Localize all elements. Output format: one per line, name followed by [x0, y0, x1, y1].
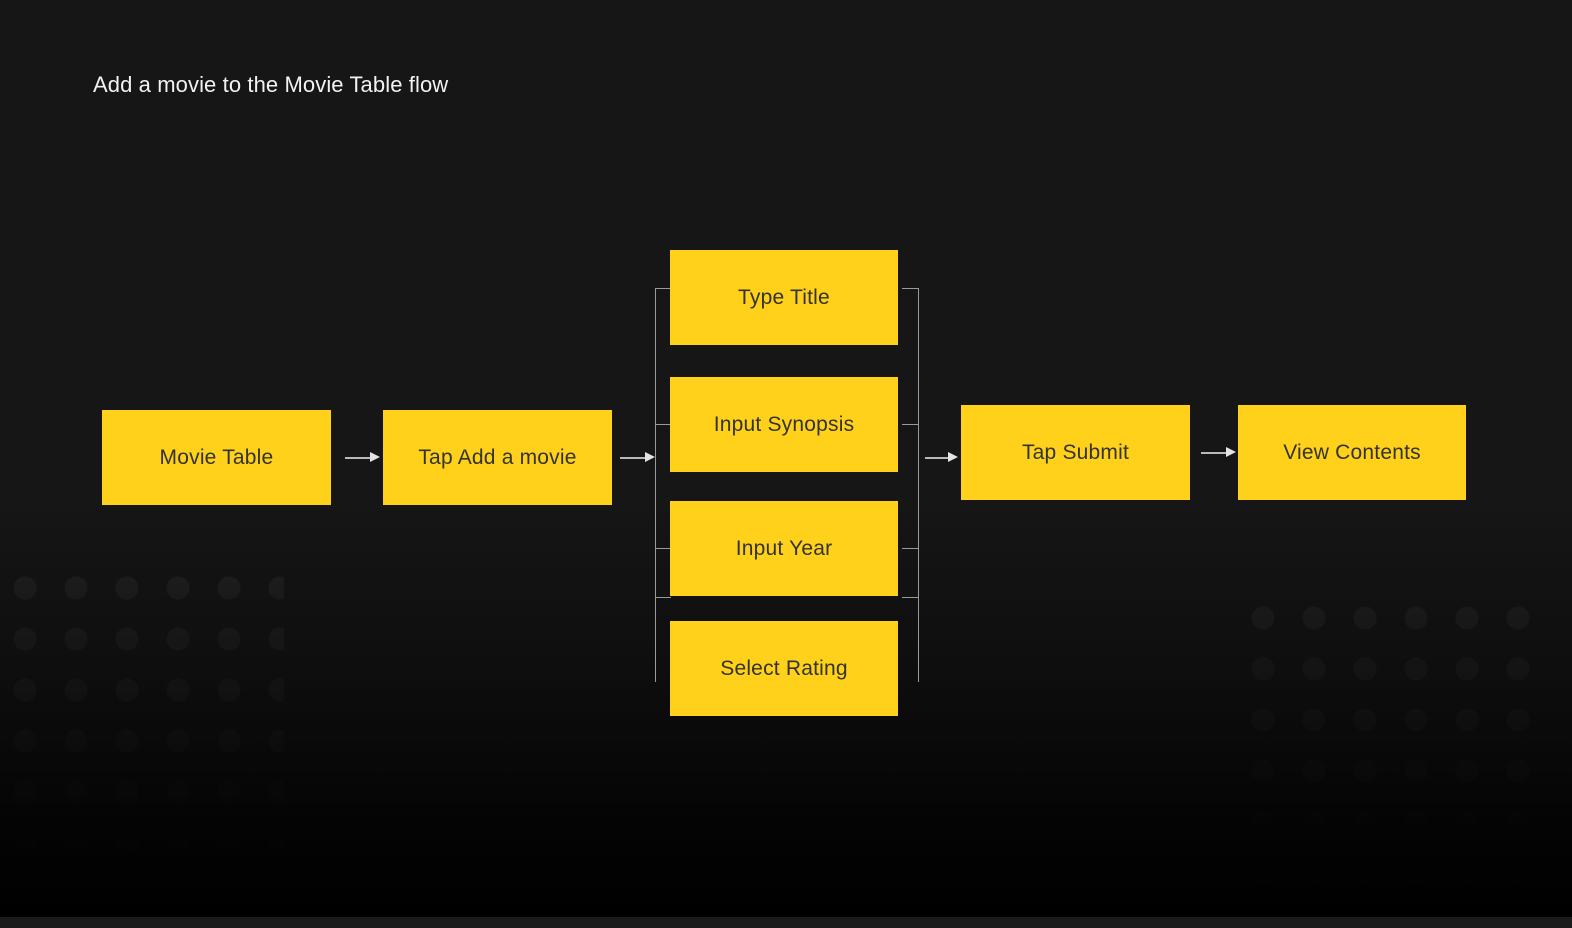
flow-node-tap-submit[interactable]: Tap Submit: [961, 405, 1190, 500]
arrow-head-icon: [370, 452, 380, 462]
arrow-branch-to-tap-submit: [925, 457, 951, 459]
branch-bracket-right-stub-input-year: [902, 548, 919, 550]
arrow-head-icon: [645, 452, 655, 462]
dot-grid-decoration-right: [1250, 605, 1550, 905]
flow-node-label: Tap Add a movie: [418, 445, 577, 469]
arrow-head-icon: [1226, 447, 1236, 457]
flow-node-label: View Contents: [1283, 440, 1421, 464]
branch-bracket-left-spine: [655, 288, 657, 682]
arrow-tap-submit-to-view-contents: [1201, 452, 1228, 454]
flow-node-label: Input Year: [735, 536, 833, 560]
flow-node-input-synopsis[interactable]: Input Synopsis: [670, 377, 898, 472]
page-title: Add a movie to the Movie Table flow: [93, 72, 449, 97]
flow-node-type-title[interactable]: Type Title: [670, 250, 898, 345]
flow-node-label: Movie Table: [159, 445, 274, 469]
flow-node-label: Input Synopsis: [713, 412, 855, 436]
bottom-edge-strip: [0, 917, 1572, 928]
branch-bracket-right-stub-select-rating: [902, 597, 919, 599]
branch-bracket-left-stub-select-rating: [655, 597, 671, 599]
branch-bracket-right-spine: [918, 288, 920, 682]
flow-node-label: Select Rating: [720, 656, 848, 680]
flow-node-tap-add-a-movie[interactable]: Tap Add a movie: [383, 410, 612, 505]
flow-node-label: Type Title: [738, 285, 830, 309]
flow-node-label: Tap Submit: [1021, 440, 1130, 464]
arrow-head-icon: [948, 452, 958, 462]
branch-bracket-left-stub-input-year: [655, 548, 671, 550]
flow-node-movie-table[interactable]: Movie Table: [102, 410, 331, 505]
branch-bracket-left-stub-type-title: [655, 288, 671, 290]
branch-bracket-right-stub-type-title: [902, 288, 919, 290]
flow-node-view-contents[interactable]: View Contents: [1238, 405, 1466, 500]
branch-bracket-right-stub-input-synopsis: [902, 424, 919, 426]
flow-node-select-rating[interactable]: Select Rating: [670, 621, 898, 716]
arrow-tap-add-to-branch: [620, 457, 648, 459]
dot-grid-decoration-left: [12, 575, 284, 905]
flow-node-input-year[interactable]: Input Year: [670, 501, 898, 596]
branch-bracket-left-stub-input-synopsis: [655, 424, 671, 426]
arrow-movie-table-to-tap-add: [345, 457, 372, 459]
